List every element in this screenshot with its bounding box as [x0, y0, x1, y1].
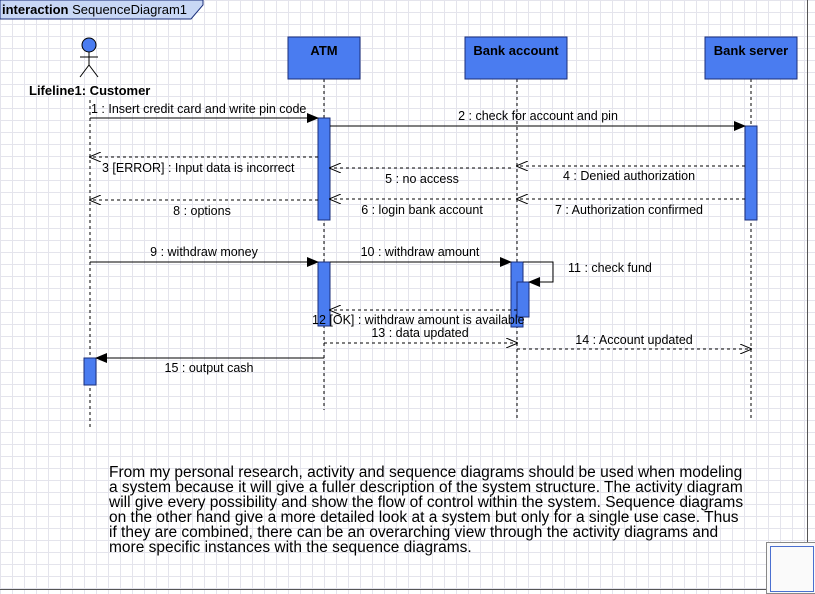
lifeline-label-bankaccount: Bank account	[473, 43, 559, 58]
svg-text:interaction SequenceDiag: interaction SequenceDiagram1	[2, 2, 187, 17]
message-label-13: 13 : data updated	[371, 326, 468, 340]
message-label-2: 2 : check for account and pin	[458, 109, 618, 123]
overview-viewport[interactable]	[770, 546, 814, 592]
message-label-9: 9 : withdraw money	[150, 245, 258, 259]
message-label-5: 5 : no access	[385, 172, 459, 186]
activation-bar-bankserver-1[interactable]	[744, 125, 758, 221]
message-label-8: 8 : options	[173, 204, 231, 218]
frame-keyword: interaction	[2, 2, 69, 17]
message-label-4: 4 : Denied authorization	[563, 169, 695, 183]
frame-tab: interaction SequenceDiagram1	[0, 0, 204, 20]
research-paragraph: From my personal research, activity and …	[109, 464, 744, 556]
lifeline-box-bankaccount[interactable]: Bank account	[464, 36, 568, 80]
lifeline-label-customer: Lifeline1: Customer	[29, 83, 150, 98]
frame-name: SequenceDiagram1	[72, 2, 187, 17]
message-label-14: 14 : Account updated	[575, 333, 693, 347]
message-label-10: 10 : withdraw amount	[361, 245, 480, 259]
message-label-12: 12 [OK] : withdraw amount is available	[312, 313, 525, 327]
overview-thumbnail[interactable]	[766, 542, 815, 594]
lifeline-label-atm: ATM	[310, 43, 337, 58]
activation-bar-atm-1[interactable]	[317, 117, 331, 221]
activation-bar-atm-2[interactable]	[317, 261, 331, 327]
lifeline-label-bankserver: Bank server	[714, 43, 788, 58]
message-label-1: 1 : Insert credit card and write pin cod…	[91, 102, 306, 116]
lifeline-box-bankserver[interactable]: Bank server	[704, 36, 798, 80]
message-label-6: 6 : login bank account	[361, 203, 483, 217]
message-arrow-11[interactable]	[523, 261, 554, 287]
activation-bar-customer-1[interactable]	[83, 357, 97, 386]
message-label-11: 11 : check fund	[568, 261, 652, 275]
activation-bar-bankaccount-2[interactable]	[516, 281, 530, 318]
message-label-15: 15 : output cash	[165, 361, 254, 375]
actor-icon[interactable]	[79, 37, 99, 78]
message-label-7: 7 : Authorization confirmed	[555, 203, 703, 217]
lifeline-box-atm[interactable]: ATM	[287, 36, 361, 80]
message-label-3: 3 [ERROR] : Input data is incorrect	[102, 161, 295, 175]
